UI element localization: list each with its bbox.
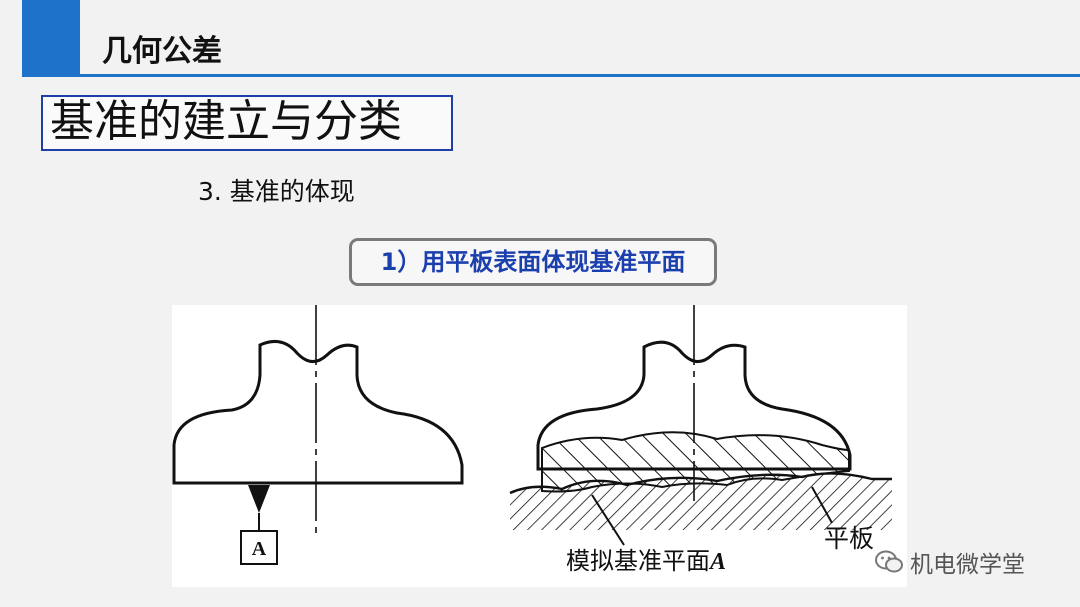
simulated-datum-label: 模拟基准平面A — [566, 547, 726, 575]
left-part — [172, 339, 464, 485]
watermark-text: 机电微学堂 — [910, 552, 1025, 578]
header-accent-block — [22, 0, 80, 77]
datum-triangle — [248, 485, 270, 513]
page-title: 几何公差 — [102, 34, 222, 69]
simulated-datum-letter: A — [708, 549, 726, 575]
section-title: 基准的建立与分类 — [50, 96, 402, 147]
simulated-datum-prefix: 模拟基准平面 — [566, 547, 710, 575]
callout-label: 1）用平板表面体现基准平面 — [380, 248, 686, 276]
plate-leader — [811, 486, 833, 524]
section-title-box — [41, 95, 453, 151]
datum-letter: A — [252, 538, 267, 560]
simulated-datum-leader — [591, 494, 625, 546]
callout-box: 1）用平板表面体现基准平面 — [349, 238, 717, 286]
header-rule — [22, 74, 1080, 77]
subheading: 3. 基准的体现 — [198, 177, 355, 206]
datum-box — [240, 530, 278, 565]
plate-label: 平板 — [824, 524, 874, 553]
wechat-icon — [875, 550, 903, 573]
datum-illustration: A 平板 模拟基准平面A — [172, 305, 907, 587]
watermark: 机电微学堂 — [874, 545, 1025, 579]
